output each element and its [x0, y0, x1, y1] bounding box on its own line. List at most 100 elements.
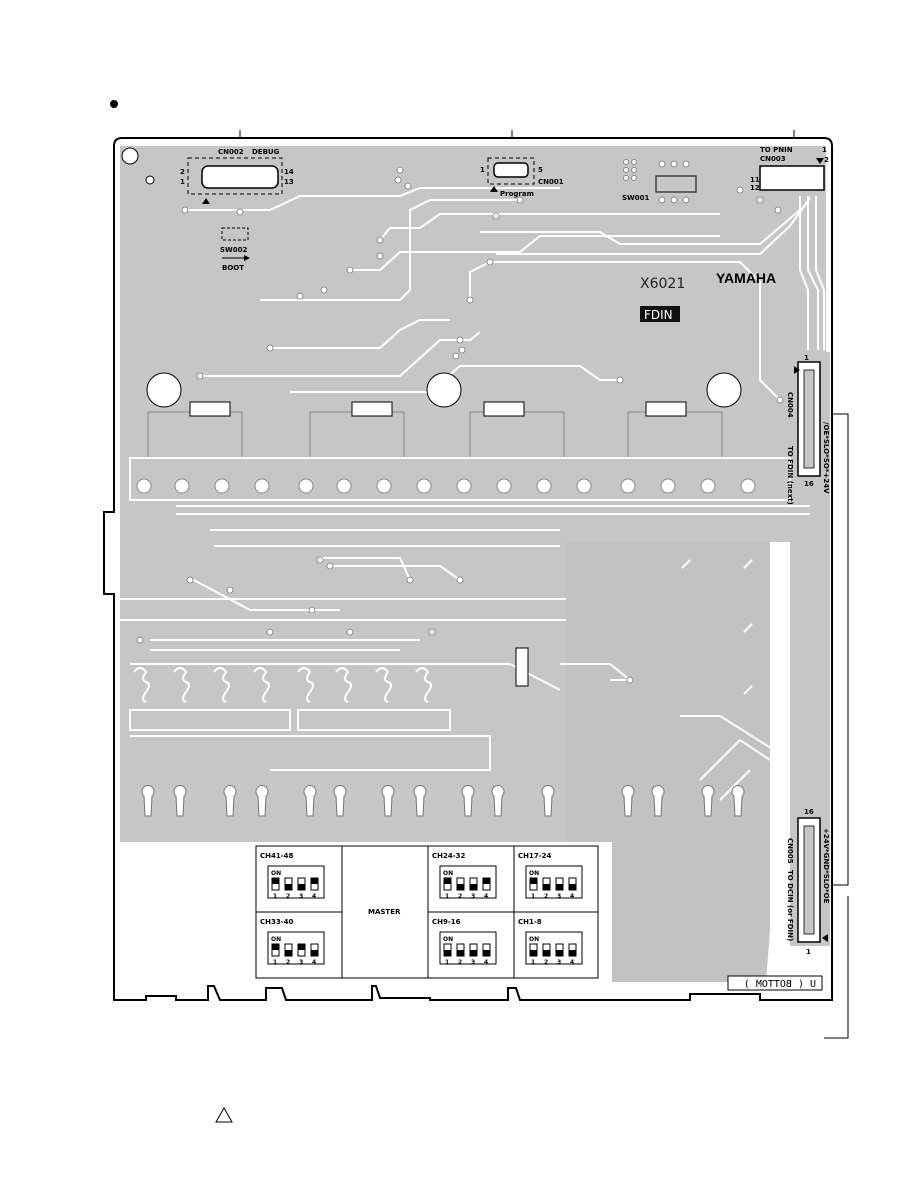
dip-slider-knob [444, 950, 451, 956]
dip-cell-title: CH17-24 [518, 852, 552, 860]
dip-slider-number: 3 [557, 959, 561, 966]
copper-region-lower-left [120, 600, 566, 842]
dip-cell-title: CH24-32 [432, 852, 466, 860]
dip-on-label: ON [529, 936, 539, 943]
motor-tabs [189, 401, 687, 417]
fdin-tag: FDIN [644, 308, 673, 322]
sw002-switch: SW002 BOOT [220, 227, 250, 272]
master-label: MASTER [368, 908, 401, 916]
cn003-pin-12: 12 [750, 184, 760, 192]
cn004-pin-1: 1 [804, 354, 809, 362]
dip-slider-knob [298, 884, 305, 890]
dip-cell-title: CH33-40 [260, 918, 294, 926]
warning-triangle-icon [215, 1106, 233, 1123]
cn005-name: TO DCIN (or FDIN) [786, 870, 794, 941]
copper-region-upper [120, 146, 826, 598]
cn001-pin-5: 5 [538, 166, 543, 174]
cn004-connector: 1 16 CN004 TO FDIN (next) /OE*SLO*SO*+24… [786, 354, 830, 505]
dip-slider-number: 4 [312, 893, 316, 900]
dip-slider-number: 4 [484, 959, 488, 966]
cn002-pin-1: 1 [180, 178, 185, 186]
boot-label: BOOT [222, 264, 244, 272]
dip-slider-knob [483, 878, 490, 884]
dip-slider-number: 2 [286, 959, 290, 966]
traces [130, 187, 825, 801]
dip-slider-number: 1 [445, 893, 449, 900]
dip-slider-knob [569, 950, 576, 956]
dip-slider-knob [530, 950, 537, 956]
cn005-pin-16: 16 [804, 808, 814, 816]
cn005-ref: CN005 [786, 838, 794, 864]
dip-on-label: ON [443, 936, 453, 943]
connector-strip [790, 352, 830, 946]
cn003-connector: TO PNIN CN003 1 2 11 12 [750, 146, 829, 192]
cn004-ref: CN004 [786, 392, 794, 418]
dip-slider-number: 2 [458, 893, 462, 900]
dip-slider-knob [470, 950, 477, 956]
sw001-ref: SW001 [622, 194, 650, 202]
cn002-pin-13: 13 [284, 178, 294, 186]
sw002-ref: SW002 [220, 246, 248, 254]
dip-slider-number: 4 [484, 893, 488, 900]
keyhole-slots [141, 785, 745, 817]
dip-slider-knob [298, 944, 305, 950]
cn002-connector: CN002 DEBUG 2 1 14 13 [180, 148, 294, 204]
cn005-signals: +24V*GND*SLO*OE [822, 828, 830, 904]
dip-slider-number: 1 [531, 959, 535, 966]
dip-slider-number: 4 [570, 959, 574, 966]
dip-on-label: ON [271, 870, 281, 877]
dip-cell-title: CH9-16 [432, 918, 461, 926]
dip-slider-knob [556, 884, 563, 890]
copper-region-right [566, 542, 770, 982]
dip-slider-knob [272, 944, 279, 950]
cn004-name: TO FDIN (next) [786, 446, 794, 505]
dip-cell-title: CH1-8 [518, 918, 542, 926]
dip-slider-number: 1 [531, 893, 535, 900]
dip-on-label: ON [271, 936, 281, 943]
fdin-tag-bg [640, 306, 680, 322]
fader-pads [136, 478, 756, 494]
dip-slider-knob [272, 878, 279, 884]
dip-slider-number: 4 [312, 959, 316, 966]
dip-slider-knob [311, 950, 318, 956]
bullet-dot [110, 100, 118, 108]
cn003-pin-2: 2 [824, 156, 829, 164]
dip-slider-knob [530, 878, 537, 884]
dip-slider-number: 1 [273, 893, 277, 900]
cn002-ref: CN002 [218, 148, 244, 156]
dip-slider-number: 3 [471, 893, 475, 900]
dip-slider-number: 1 [273, 959, 277, 966]
cn002-pin-14: 14 [284, 168, 294, 176]
board-part-number: X6021 [640, 276, 685, 292]
dip-slider-knob [444, 878, 451, 884]
dip-slider-knob [457, 884, 464, 890]
dip-slider-number: 3 [299, 959, 303, 966]
dip-slider-number: 2 [286, 893, 290, 900]
cn001-ref: CN001 [538, 178, 564, 186]
dip-slider-knob [543, 950, 550, 956]
dip-slider-knob [285, 950, 292, 956]
dip-slider-number: 4 [570, 893, 574, 900]
board-side-label: U ( BOTTOM ) [727, 975, 823, 991]
brand-logo: YAMAHA [716, 270, 776, 286]
dip-slider-knob [556, 950, 563, 956]
led-pad-array [129, 667, 451, 731]
mounting-holes [121, 147, 742, 408]
dip-slider-number: 3 [299, 893, 303, 900]
dip-on-label: ON [443, 870, 453, 877]
dip-slider-knob [285, 884, 292, 890]
cn004-pin-16: 16 [804, 480, 814, 488]
dip-slider-number: 2 [458, 959, 462, 966]
dip-slider-number: 2 [544, 893, 548, 900]
cn003-pin-11: 11 [750, 176, 760, 184]
sw001-switch: SW001 [622, 159, 697, 204]
dip-slider-number: 3 [471, 959, 475, 966]
dip-slider-number: 2 [544, 959, 548, 966]
cn001-pin-1: 1 [480, 166, 485, 174]
dip-slider-knob [569, 884, 576, 890]
dip-slider-number: 1 [445, 959, 449, 966]
dip-cell-title: CH41-48 [260, 852, 294, 860]
cn003-name: TO PNIN [760, 146, 793, 154]
